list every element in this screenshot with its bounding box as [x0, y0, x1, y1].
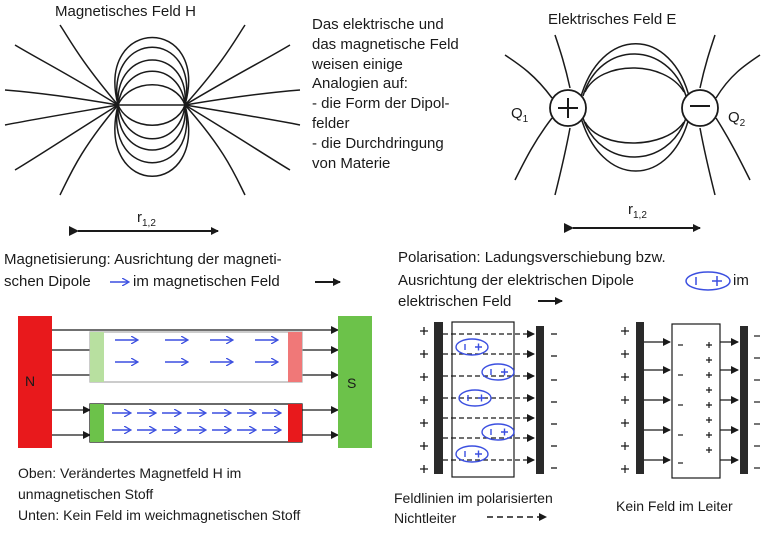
analogy-line: - die Durchdringung	[312, 134, 444, 152]
conductor-caption: Kein Feld im Leiter	[616, 498, 733, 514]
dielectric-caption-line: Feldlinien im polarisierten	[394, 490, 553, 506]
analogy-line: Das elektrische und	[312, 16, 444, 33]
analogy-line: von Materie	[312, 154, 391, 172]
magnet-caption-line: Unten: Kein Feld im weichmagnetischen St…	[18, 507, 301, 523]
magnet-caption-line: unmagnetischen Stoff	[18, 486, 154, 502]
analogy-line: Analogien auf:	[312, 75, 408, 93]
magnetic-dipoles	[112, 340, 280, 430]
south-pole	[338, 316, 372, 448]
pole-s-label: S	[347, 375, 357, 391]
analogy-text: Das elektrische und das magnetische Feld…	[312, 15, 459, 173]
analogy-line: weisen einige	[312, 55, 403, 73]
magnetic-distance-label: r1,2	[137, 209, 156, 229]
polarization-line2-b: im	[733, 272, 749, 289]
electric-dipole-icon	[685, 271, 731, 291]
magnetic-field-lines	[4, 24, 301, 196]
polarization-line1: Polarisation: Ladungsverschiebung bzw.	[398, 249, 666, 266]
magnetic-field-title: Magnetisches Feld H	[55, 3, 196, 20]
magnetization-line2-a: schen Dipole	[4, 273, 91, 290]
magnet-setup	[18, 316, 372, 448]
conductor-capacitor	[621, 322, 760, 479]
dielectric-capacitor	[434, 321, 544, 478]
polarization-line3: elektrischen Feld	[398, 293, 512, 310]
plus-charges-left	[420, 327, 428, 473]
dielectric-caption: Feldlinien im polarisierten Nichtleiter	[394, 488, 553, 528]
electric-field-lines	[504, 34, 761, 196]
electric-field-title: Elektrisches Feld E	[548, 11, 677, 28]
analogy-line: das magnetische Feld	[312, 35, 459, 53]
polarization-line2-a: Ausrichtung der elektrischen Dipole	[398, 272, 634, 289]
magnet-caption-line: Oben: Verändertes Magnetfeld H im	[18, 465, 242, 481]
positive-charge	[549, 89, 587, 127]
charge-q2-label: Q2	[728, 109, 746, 129]
north-pole	[18, 316, 52, 448]
charge-q1-label: Q1	[511, 105, 529, 125]
dielectric-dipoles	[455, 338, 515, 463]
dielectric-caption-line: Nichtleiter	[394, 510, 457, 526]
analogy-line: - die Form der Dipol-	[312, 95, 450, 113]
analogy-line: felder	[312, 114, 350, 132]
magnet-caption: Oben: Verändertes Magnetfeld H im unmagn…	[18, 463, 300, 526]
minus-charges-right	[551, 333, 557, 469]
electric-distance-label: r1,2	[628, 201, 647, 221]
magnetization-line2-b: im magnetischen Feld	[133, 273, 280, 290]
negative-charge	[681, 89, 719, 127]
magnetization-line1: Magnetisierung: Ausrichtung der magneti-	[4, 251, 282, 268]
pole-n-label: N	[25, 373, 36, 389]
